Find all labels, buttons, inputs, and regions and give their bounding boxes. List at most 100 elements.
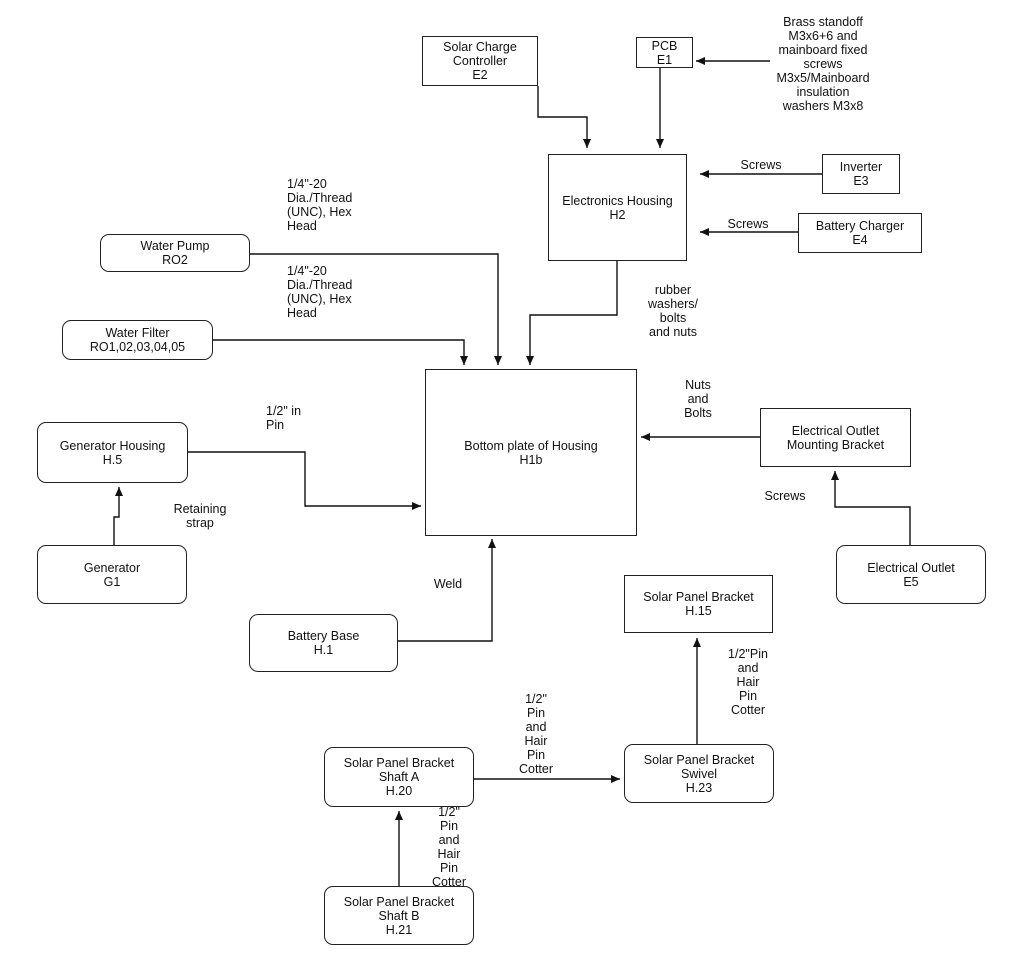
label-line: M3x6+6 and xyxy=(788,29,858,43)
label-line: Retaining xyxy=(173,502,227,516)
node-inverter[interactable]: Inverter E3 xyxy=(822,154,900,194)
edge-outlet-to-bracket xyxy=(831,471,911,545)
label-line: rubber xyxy=(654,283,692,297)
node-solar-charge-controller[interactable]: Solar Charge Controller E2 xyxy=(422,36,538,86)
label-line: and xyxy=(525,720,547,734)
edge-generator-to-housing xyxy=(113,487,123,545)
label-line: Dia./Thread xyxy=(287,278,353,292)
label-half-pin: 1/2" in Pin xyxy=(266,404,326,432)
label-line: Screws xyxy=(740,158,782,172)
label-line: bolts xyxy=(659,311,687,325)
label-line: screws xyxy=(803,57,843,71)
node-line: Shaft B xyxy=(378,908,420,923)
label-line: and xyxy=(737,661,759,675)
label-line: mainboard fixed xyxy=(778,43,868,57)
label-pin-swivel-bracket: 1/2"Pin and Hair Pin Cotter xyxy=(718,647,778,717)
label-line: insulation xyxy=(796,85,850,99)
node-battery-charger[interactable]: Battery Charger E4 xyxy=(798,213,922,253)
label-line: Head xyxy=(287,219,317,233)
node-electronics-housing[interactable]: Electronics Housing H2 xyxy=(548,154,687,261)
label-line: 1/2"Pin xyxy=(728,647,768,661)
edge-filter-to-plate xyxy=(213,339,468,365)
label-line: Pin xyxy=(526,748,546,762)
node-line: Electrical Outlet xyxy=(791,423,880,438)
node-line: E3 xyxy=(853,174,869,188)
label-line: washers M3x8 xyxy=(782,99,864,113)
node-line: Solar Panel Bracket xyxy=(643,590,754,604)
node-line: Generator xyxy=(83,560,141,575)
node-shaft-a[interactable]: Solar Panel Bracket Shaft A H.20 xyxy=(324,747,474,807)
label-pin-shaft-swivel: 1/2" Pin and Hair Pin Cotter xyxy=(508,692,564,776)
node-electrical-outlet-bracket[interactable]: Electrical Outlet Mounting Bracket xyxy=(760,408,911,467)
node-line: H.21 xyxy=(385,922,413,937)
label-line: Hair xyxy=(524,734,548,748)
edge-pump-to-plate xyxy=(250,253,502,365)
label-retaining-strap: Retaining strap xyxy=(164,502,236,530)
label-line: 1/2" xyxy=(438,805,460,819)
label-line: Pin xyxy=(439,861,459,875)
label-line: 1/2" in xyxy=(266,404,302,418)
node-line: Solar Panel Bracket xyxy=(343,756,455,770)
node-line: Electrical Outlet xyxy=(867,560,955,575)
node-line: H.20 xyxy=(385,784,413,798)
node-swivel[interactable]: Solar Panel Bracket Swivel H.23 xyxy=(624,744,774,803)
node-line: Inverter xyxy=(839,160,883,174)
edge-gen-housing-to-plate xyxy=(188,451,421,510)
label-line: Pin xyxy=(439,819,459,833)
label-thread-pump: 1/4"-20 Dia./Thread (UNC), Hex Head xyxy=(287,177,377,233)
node-pcb[interactable]: PCB E1 xyxy=(636,37,693,68)
node-line: RO1,02,03,04,05 xyxy=(89,340,186,354)
node-line: Solar Panel Bracket xyxy=(643,752,755,767)
label-screws-inverter: Screws xyxy=(733,158,789,172)
label-line: M3x5/Mainboard xyxy=(776,71,870,85)
label-line: Head xyxy=(287,306,317,320)
node-line: G1 xyxy=(103,574,121,589)
node-line: PCB xyxy=(651,38,678,53)
label-line: and xyxy=(687,392,709,406)
label-line: Cotter xyxy=(431,875,467,889)
node-line: H.1 xyxy=(313,643,334,657)
node-line: H1b xyxy=(519,452,543,467)
label-line: Cotter xyxy=(518,762,554,776)
node-line: H.15 xyxy=(685,604,712,618)
node-battery-base[interactable]: Battery Base H.1 xyxy=(249,614,398,672)
node-line: E5 xyxy=(903,574,919,589)
node-generator-housing[interactable]: Generator Housing H.5 xyxy=(37,422,188,483)
edge-electronics-to-plate xyxy=(526,261,618,365)
node-line: RO2 xyxy=(162,253,188,267)
node-shaft-b[interactable]: Solar Panel Bracket Shaft B H.21 xyxy=(324,886,474,945)
node-line: Mounting Bracket xyxy=(786,437,885,452)
edge-battery-base-to-plate xyxy=(398,539,496,642)
node-electrical-outlet[interactable]: Electrical Outlet E5 xyxy=(836,545,986,604)
node-line: Generator Housing xyxy=(59,438,166,453)
node-line: Swivel xyxy=(680,766,718,781)
label-brass-standoff: Brass standoff M3x6+6 and mainboard fixe… xyxy=(762,15,884,113)
label-line: and nuts xyxy=(649,325,697,339)
node-line: Solar Panel Bracket xyxy=(343,894,455,909)
node-line: Electronics Housing xyxy=(562,193,673,208)
label-line: strap xyxy=(186,516,214,530)
label-nuts-bolts: Nuts and Bolts xyxy=(673,378,723,420)
label-line: Screws xyxy=(764,489,806,503)
node-solar-panel-bracket[interactable]: Solar Panel Bracket H.15 xyxy=(624,575,773,633)
node-bottom-plate[interactable]: Bottom plate of Housing H1b xyxy=(425,369,637,536)
label-line: washers/ xyxy=(647,297,699,311)
node-line: E4 xyxy=(852,233,868,247)
label-line: (UNC), Hex xyxy=(287,292,352,306)
label-line: Cotter xyxy=(730,703,766,717)
node-line: Battery Base xyxy=(287,629,360,643)
node-generator[interactable]: Generator G1 xyxy=(37,545,187,604)
node-line: Solar Charge xyxy=(443,40,517,54)
label-line: Weld xyxy=(433,577,463,591)
node-line: H2 xyxy=(609,207,626,222)
node-line: Water Pump xyxy=(140,239,210,253)
label-line: and xyxy=(438,833,460,847)
label-line: Pin xyxy=(266,418,285,432)
label-line: 1/2" xyxy=(525,692,547,706)
node-water-filter[interactable]: Water Filter RO1,02,03,04,05 xyxy=(62,320,213,360)
label-line: Bolts xyxy=(684,406,712,420)
edge-charge-controller-to-electronics xyxy=(537,86,591,148)
node-water-pump[interactable]: Water Pump RO2 xyxy=(100,234,250,272)
